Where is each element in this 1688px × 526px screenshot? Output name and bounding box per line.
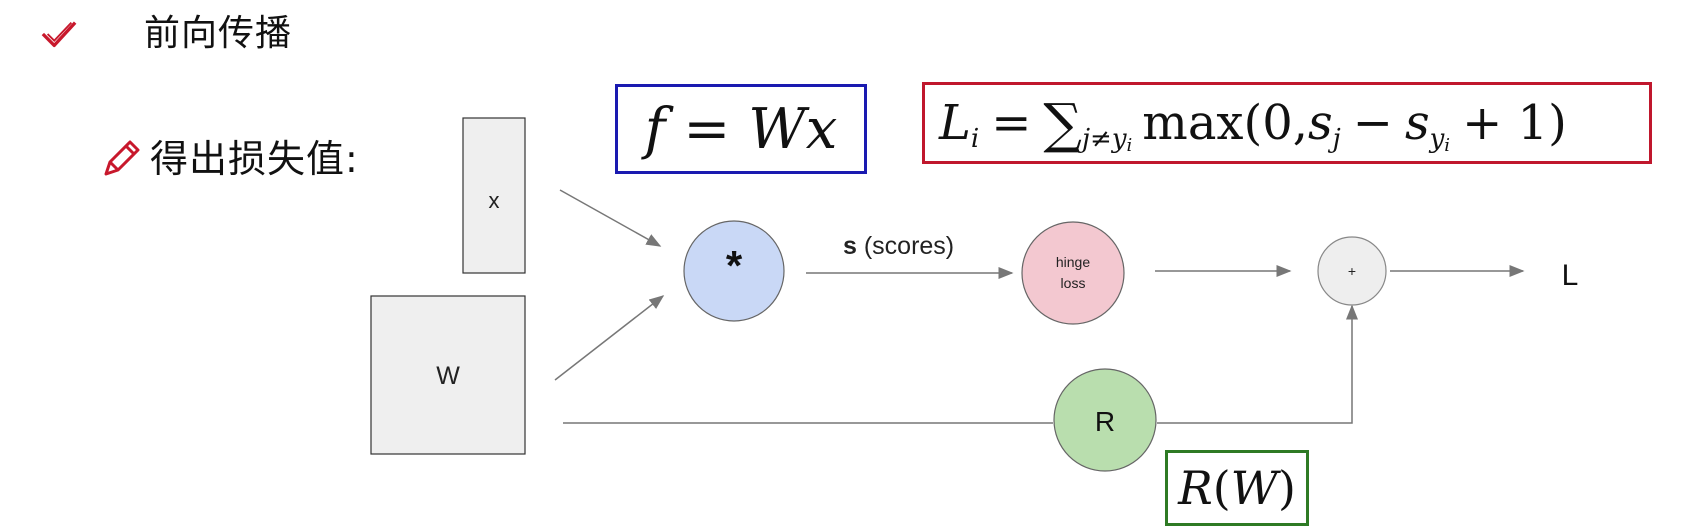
regularization-formula: R(W) bbox=[1165, 450, 1309, 526]
plus-symbol: + bbox=[1348, 263, 1356, 279]
loss-sum-sub: j≠y bbox=[1081, 124, 1127, 154]
check-icon bbox=[41, 21, 77, 48]
loss-s2-sub-sub: i bbox=[1444, 134, 1451, 156]
regularization-node bbox=[1053, 368, 1157, 472]
edge-w-to-multiply bbox=[554, 295, 665, 381]
reg-label: R bbox=[1095, 406, 1115, 437]
loss-eq: = bbox=[991, 95, 1032, 151]
heading-text: 前向传播 bbox=[144, 13, 293, 54]
scores-rest: (scores) bbox=[857, 232, 954, 260]
w-input-box bbox=[370, 295, 526, 455]
loss-tail: + 1) bbox=[1462, 95, 1567, 151]
scores-label: s (scores) bbox=[843, 232, 954, 260]
loss-lhs: L bbox=[939, 95, 971, 151]
subheading-text: 得出损失值: bbox=[150, 137, 359, 181]
formula-f-eq: = bbox=[683, 96, 731, 162]
score-function-formula: f = Wx bbox=[615, 84, 867, 174]
reg-w: W bbox=[1230, 461, 1278, 515]
loss-minus: − bbox=[1352, 95, 1393, 151]
pencil-icon bbox=[104, 140, 140, 176]
loss-lhs-sub: i bbox=[970, 124, 980, 154]
edge-x-to-multiply bbox=[559, 189, 662, 247]
reg-open: ( bbox=[1212, 461, 1231, 515]
output-label: L bbox=[1562, 259, 1579, 292]
x-input-box bbox=[462, 117, 526, 274]
loss-sum-sub-sub: i bbox=[1126, 134, 1133, 156]
loss-sum: ∑ bbox=[1043, 91, 1082, 155]
formula-f-lhs: f bbox=[644, 96, 666, 162]
loss-s2: s bbox=[1404, 95, 1430, 151]
hinge-line2: loss bbox=[1061, 275, 1086, 291]
multiply-symbol: * bbox=[726, 242, 743, 289]
edge-reg-to-plus bbox=[1157, 304, 1358, 424]
w-label: W bbox=[436, 362, 460, 390]
reg-r: R bbox=[1178, 461, 1213, 515]
loss-fn: max(0, bbox=[1142, 95, 1309, 151]
subheading: 得出损失值: bbox=[100, 133, 359, 185]
x-label: x bbox=[489, 188, 500, 213]
scores-bold: s bbox=[843, 232, 857, 260]
loss-s1: s bbox=[1308, 95, 1333, 151]
hinge-loss-node bbox=[1021, 221, 1125, 325]
plus-node bbox=[1317, 236, 1387, 306]
reg-close: ) bbox=[1277, 461, 1296, 515]
formula-f-rhs: Wx bbox=[748, 96, 838, 162]
multiply-node bbox=[683, 220, 785, 322]
loss-s2-sub: y bbox=[1429, 124, 1445, 154]
loss-s1-sub: j bbox=[1332, 124, 1341, 154]
section-heading: 前向传播 bbox=[40, 8, 292, 60]
hinge-line1: hinge bbox=[1056, 254, 1090, 270]
